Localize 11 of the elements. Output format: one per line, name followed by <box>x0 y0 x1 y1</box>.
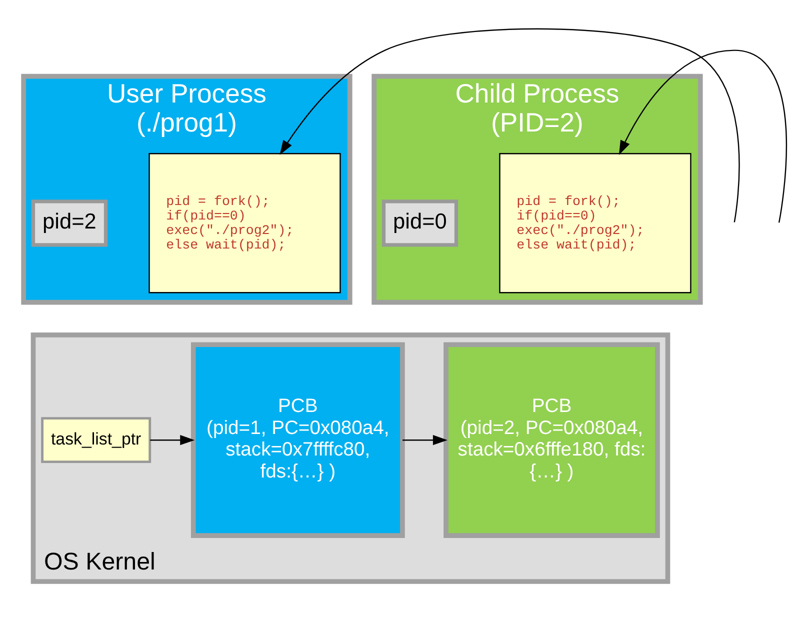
arrow <box>279 28 740 222</box>
node-box: task_list_ptr <box>40 416 151 463</box>
node-box: PCB (pid=2, PC=0x080a4, stack=0x6fffe180, fds: {…} ) <box>443 342 660 538</box>
node-box: pid=0 <box>381 199 458 246</box>
arrow <box>618 49 786 222</box>
arrow <box>402 434 447 445</box>
node-box: pid=2 <box>30 199 108 246</box>
node-box: pid = fork(); if(pid==0) exec("./prog2"); else wait(pid); <box>148 152 340 293</box>
node-box: pid = fork(); if(pid==0) exec("./prog2"); else wait(pid); <box>498 152 691 293</box>
arrow <box>150 434 194 445</box>
node-box: PCB (pid=1, PC=0x080a4, stack=0x7ffffc80, fds:{…} ) <box>190 342 404 538</box>
